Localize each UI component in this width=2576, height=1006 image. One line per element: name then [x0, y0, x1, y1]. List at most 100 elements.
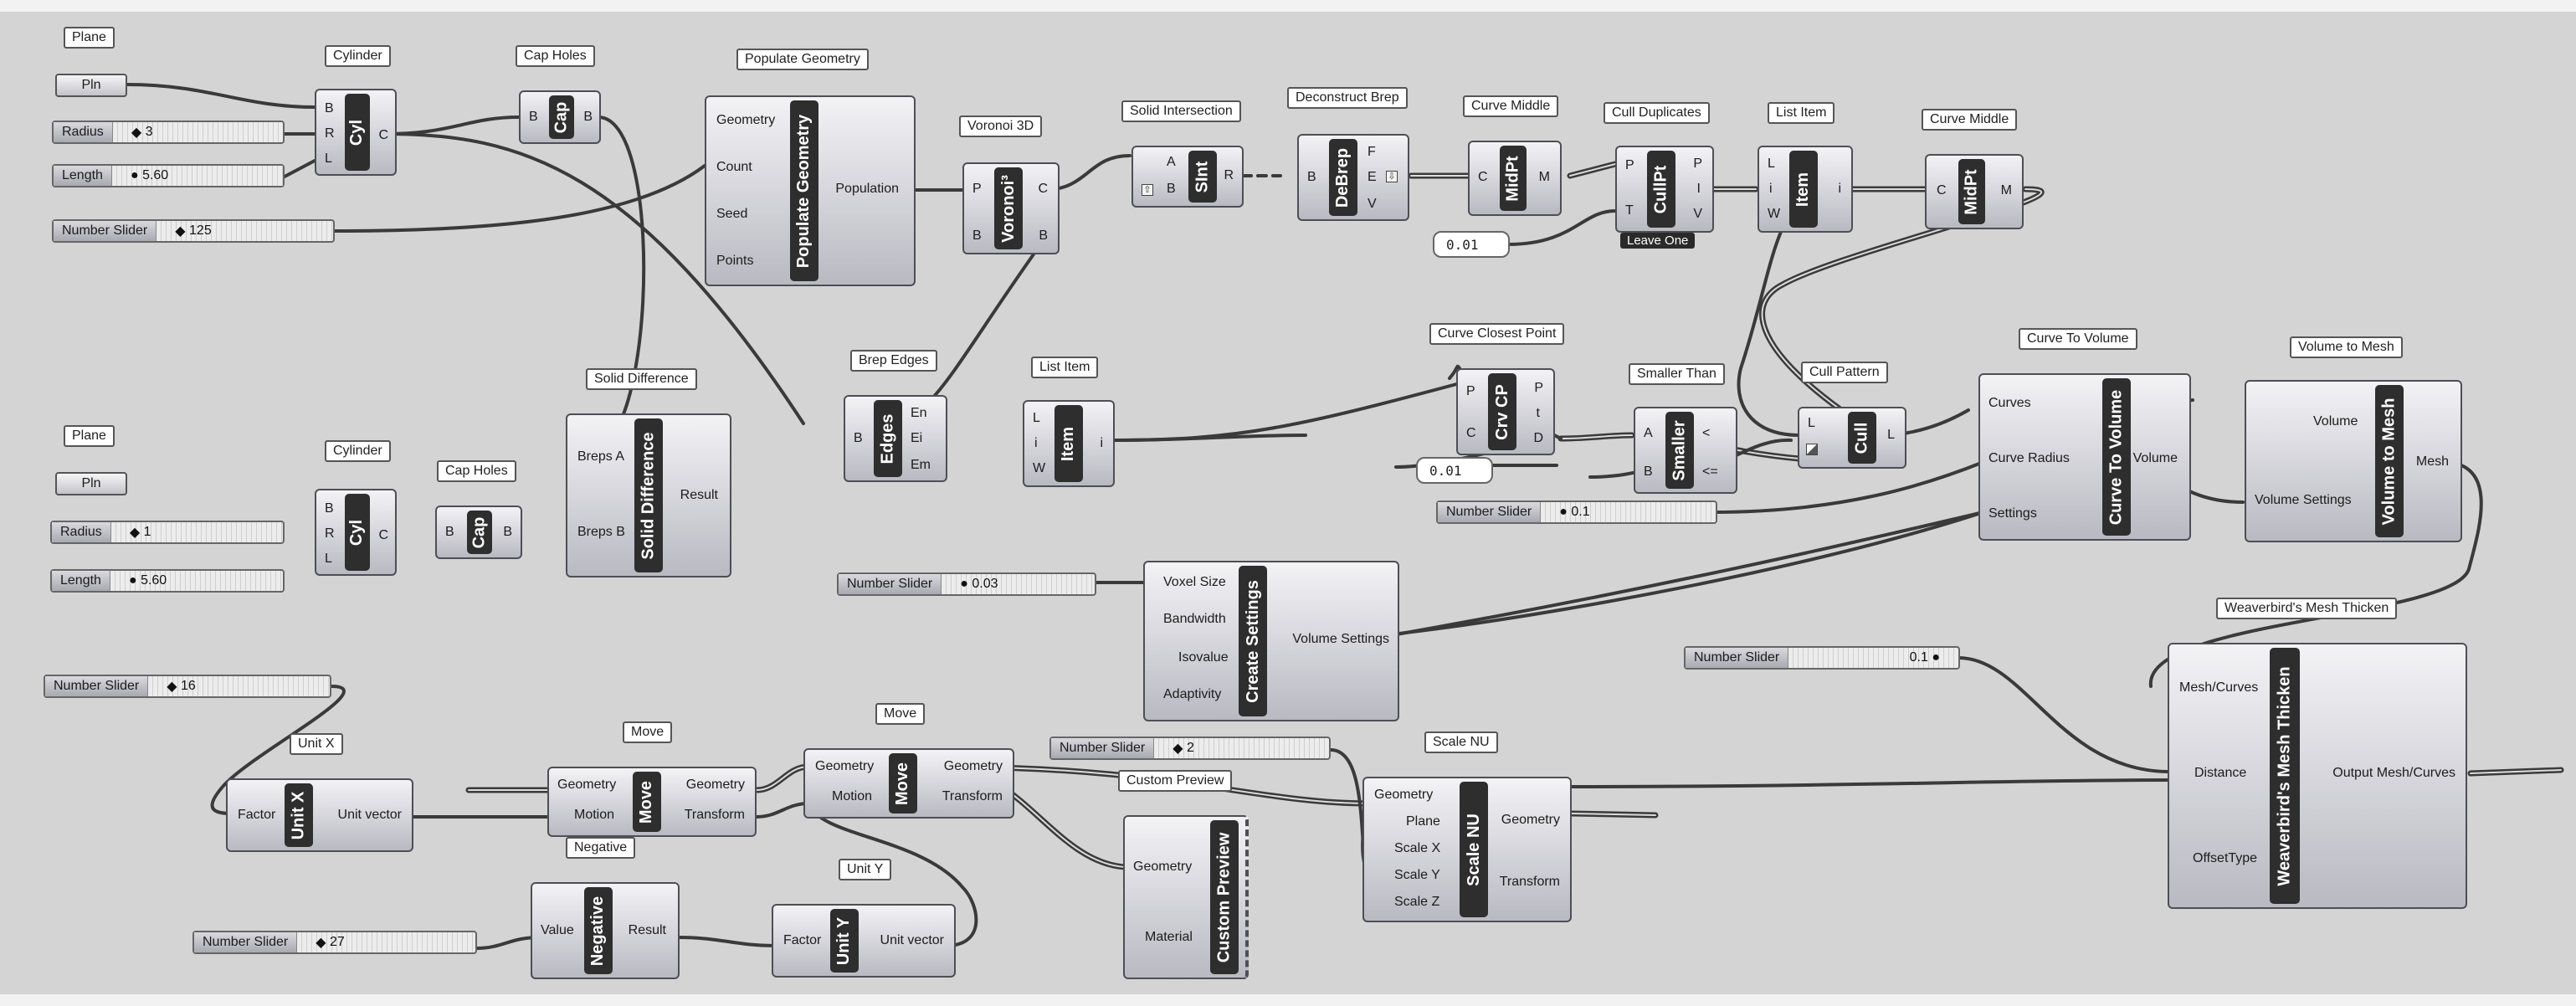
unit-x-nickname[interactable]: Unit X — [285, 783, 313, 847]
midpt1-output-m[interactable]: M — [1538, 170, 1550, 184]
crv-to-vol-output-volume[interactable]: Volume — [2132, 451, 2178, 465]
list-item2-input-w[interactable]: W — [1033, 461, 1046, 475]
cylinder2-nickname[interactable]: Cyl — [345, 494, 370, 571]
custom-preview-component[interactable]: Geometry Material Custom Preview — [1123, 815, 1249, 979]
deconstruct-output-f[interactable]: F — [1368, 145, 1376, 159]
crv-cp-input-c[interactable]: C — [1466, 426, 1476, 440]
solid-diff-input-b[interactable]: Breps B — [577, 525, 625, 539]
wb-thicken-input-distance[interactable]: Distance — [2194, 766, 2247, 780]
cylinder2-component[interactable]: B R L Cyl C — [315, 489, 397, 576]
length1-slider-value[interactable]: ● 5.60 — [111, 166, 283, 186]
list-item2-nickname[interactable]: Item — [1055, 405, 1083, 482]
length2-slider-value[interactable]: ● 5.60 — [110, 571, 283, 591]
smaller-nickname[interactable]: Smaller — [1665, 412, 1694, 489]
list-item1-nickname[interactable]: Item — [1789, 151, 1818, 228]
crv-cp-nickname[interactable]: Crv CP — [1488, 373, 1516, 450]
brep-edges-component[interactable]: B Edges En Ei Em — [844, 395, 947, 482]
move2-output-geometry[interactable]: Geometry — [943, 759, 1003, 773]
cull-pattern-input-l[interactable]: L — [1808, 416, 1815, 430]
list-item1-output-i[interactable]: i — [1838, 182, 1841, 196]
deconstruct-input-b[interactable]: B — [1307, 170, 1316, 184]
cylinder1-input-b[interactable]: B — [325, 101, 334, 115]
wb-thicken-input-offsettype[interactable]: OffsetType — [2193, 851, 2258, 865]
scale-z-slider[interactable]: Number Slider ◆ 2 — [1049, 737, 1331, 760]
slider-grip-icon[interactable]: ● — [128, 573, 137, 588]
brep-edges-input-b[interactable]: B — [854, 431, 863, 445]
cull-dup-input-p[interactable]: P — [1625, 158, 1634, 172]
cylinder2-output-c[interactable]: C — [378, 528, 388, 542]
radius2-slider-value[interactable]: ◆ 1 — [110, 522, 283, 542]
voxel-slider[interactable]: Number Slider ● 0.03 — [837, 572, 1096, 596]
slider-grip-icon[interactable]: ● — [130, 168, 139, 182]
create-settings-output[interactable]: Volume Settings — [1292, 632, 1389, 646]
scale-nu-input-plane[interactable]: Plane — [1406, 814, 1440, 829]
midpt1-component[interactable]: C MidPt M — [1468, 141, 1562, 216]
crv-cp-input-p[interactable]: P — [1466, 384, 1475, 398]
crv-to-vol-input-curves[interactable]: Curves — [1988, 396, 2031, 410]
thickness-slider[interactable]: Number Slider 0.1 ● — [1684, 646, 1960, 670]
scale-nu-input-scale-y[interactable]: Scale Y — [1394, 868, 1440, 882]
smaller-input-b[interactable]: B — [1644, 465, 1653, 479]
cap1-nickname[interactable]: Cap — [549, 95, 574, 139]
populate-input-geometry[interactable]: Geometry — [716, 113, 776, 127]
cylinder2-input-l[interactable]: L — [325, 552, 332, 566]
scale-nu-nickname[interactable]: Scale NU — [1460, 782, 1488, 917]
create-settings-input-adaptivity[interactable]: Adaptivity — [1163, 687, 1222, 701]
cull-dup-output-i[interactable]: I — [1696, 182, 1701, 196]
scale-nu-output-geometry[interactable]: Geometry — [1501, 813, 1560, 827]
wb-thicken-input-mesh[interactable]: Mesh/Curves — [2179, 680, 2259, 695]
slider-grip-icon[interactable]: ● — [960, 577, 968, 591]
smaller-output-lt[interactable]: < — [1702, 426, 1711, 440]
cap1-output-b[interactable]: B — [583, 110, 593, 124]
solid-diff-component[interactable]: Breps A Breps B Solid Difference Result — [566, 413, 731, 577]
unit-x-input-factor[interactable]: Factor — [238, 808, 276, 822]
crv-cp-output-p[interactable]: P — [1534, 381, 1543, 395]
vol-to-mesh-input-volume[interactable]: Volume — [2313, 414, 2358, 429]
vol-to-mesh-nickname[interactable]: Volume to Mesh — [2375, 385, 2404, 537]
cap2-component[interactable]: B Cap B — [435, 506, 522, 559]
solid-diff-nickname[interactable]: Solid Difference — [634, 418, 663, 572]
cap1-input-b[interactable]: B — [529, 110, 538, 124]
crv-to-vol-input-settings[interactable]: Settings — [1988, 506, 2037, 521]
deconstruct-nickname[interactable]: DeBrep — [1329, 139, 1357, 216]
list-item2-input-l[interactable]: L — [1033, 411, 1040, 425]
cap2-nickname[interactable]: Cap — [467, 511, 492, 554]
vol-to-mesh-input-settings[interactable]: Volume Settings — [2255, 493, 2352, 507]
distance-panel[interactable]: 0.01 — [1416, 457, 1493, 484]
midpt2-component[interactable]: C MidPt M — [1925, 154, 2024, 229]
midpt2-nickname[interactable]: MidPt — [1958, 159, 1985, 224]
plane2-param[interactable]: Pln — [55, 472, 127, 495]
voronoi-component[interactable]: P B Voronoi³ C B — [962, 162, 1060, 254]
list-item2-output-i[interactable]: i — [1100, 436, 1103, 450]
cylinder1-input-l[interactable]: L — [325, 151, 332, 166]
list-item1-input-w[interactable]: W — [1768, 207, 1781, 221]
crv-cp-output-t[interactable]: t — [1536, 406, 1540, 420]
negative-nickname[interactable]: Negative — [584, 887, 613, 974]
wb-thicken-nickname[interactable]: Weaverbird's Mesh Thicken — [2270, 648, 2300, 904]
solid-int-output-r[interactable]: R — [1224, 168, 1234, 182]
list-item1-input-l[interactable]: L — [1768, 157, 1775, 171]
cylinder1-output-c[interactable]: C — [378, 128, 388, 142]
brep-edges-output-ei[interactable]: Ei — [911, 431, 923, 445]
voxel-slider-value[interactable]: ● 0.03 — [942, 574, 1095, 594]
populate-component[interactable]: Geometry Count Seed Points Populate Geom… — [705, 95, 916, 286]
solid-int-input-b[interactable]: B — [1167, 182, 1176, 196]
midpt1-nickname[interactable]: MidPt — [1500, 146, 1527, 211]
slider-grip-icon[interactable]: ◆ — [175, 224, 186, 239]
smaller-output-le[interactable]: <= — [1702, 465, 1718, 479]
cull-dup-output-p[interactable]: P — [1693, 157, 1702, 171]
solid-int-nickname[interactable]: SInt — [1188, 151, 1217, 203]
slider-grip-icon[interactable]: ◆ — [131, 126, 142, 140]
radius1-slider[interactable]: Radius ◆ 3 — [52, 121, 285, 144]
smaller-component[interactable]: A B Smaller < <= — [1634, 407, 1737, 494]
scale-z-slider-value[interactable]: ◆ 2 — [1154, 738, 1329, 758]
crv-to-vol-nickname[interactable]: Curve To Volume — [2102, 378, 2131, 536]
list-item2-component[interactable]: L i W Item i — [1023, 400, 1115, 487]
radius2-slider[interactable]: Radius ◆ 1 — [50, 521, 285, 544]
move2-input-motion[interactable]: Motion — [832, 789, 873, 803]
move1-nickname[interactable]: Move — [633, 772, 661, 832]
curve-radius-slider[interactable]: Number Slider ● 0.1 — [1436, 500, 1717, 524]
populate-input-seed[interactable]: Seed — [716, 207, 748, 221]
populate-nickname[interactable]: Populate Geometry — [790, 100, 818, 281]
list-item1-input-i[interactable]: i — [1769, 182, 1773, 196]
